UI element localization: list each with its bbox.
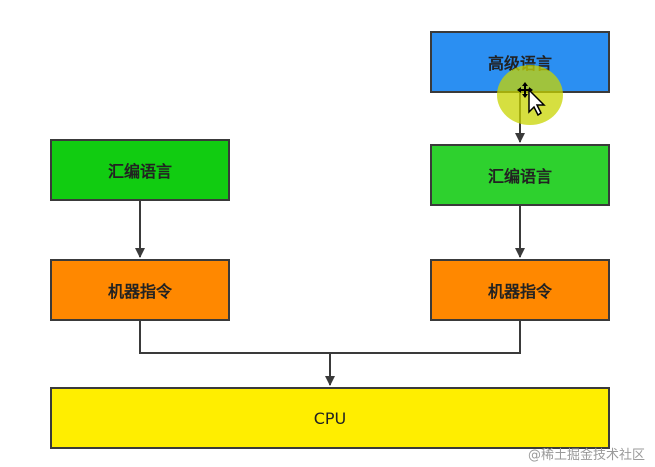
right-machine-instruction-label: 机器指令 bbox=[487, 282, 552, 301]
left-assembly-language-label: 汇编语言 bbox=[107, 162, 172, 181]
merge-connector bbox=[139, 321, 521, 354]
right-assembly-language-label: 汇编语言 bbox=[487, 167, 552, 186]
watermark: @稀土掘金技术社区 bbox=[527, 448, 645, 463]
right-assembly-language-box: 汇编语言 bbox=[430, 144, 610, 206]
cpu-label: CPU bbox=[313, 408, 347, 428]
cpu-box: CPU bbox=[50, 387, 610, 449]
left-assembly-language-box: 汇编语言 bbox=[50, 139, 230, 201]
right-machine-instruction-box: 机器指令 bbox=[430, 259, 610, 321]
left-machine-instruction-box: 机器指令 bbox=[50, 259, 230, 321]
left-machine-instruction-label: 机器指令 bbox=[107, 282, 172, 301]
move-cursor-icon bbox=[517, 82, 546, 116]
